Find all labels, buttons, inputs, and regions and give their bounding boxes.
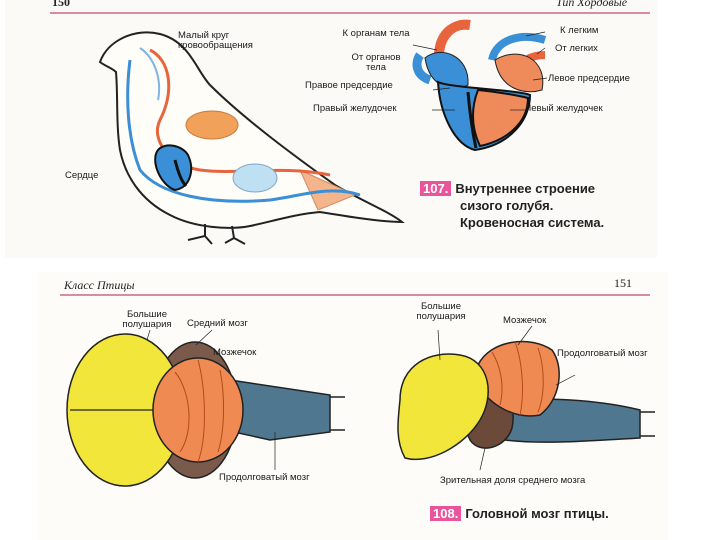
label-midbrain: Средний мозг (187, 318, 248, 329)
vessel-neck (139, 47, 160, 101)
label-medulla-right: Продолговатый мозг (557, 348, 648, 359)
caption-107: 107.Внутреннее строение сизого голубя. К… (420, 180, 604, 231)
label-to-organs: К органам тела (342, 28, 410, 39)
pulmonary-artery (488, 32, 547, 62)
vein-main (126, 59, 361, 203)
figure-number-108: 108. (430, 506, 462, 521)
label-right-atrium: Правое предсердие (305, 80, 393, 91)
figure-number-107: 107. (420, 181, 452, 196)
label-right-ventricle: Правый желудочек (313, 103, 397, 114)
label-small-circle: Малый круг кровообращения (178, 30, 253, 51)
caption-107-line1: Внутреннее строение (455, 181, 596, 196)
header-rule-top (50, 12, 650, 14)
vena-cava (412, 52, 432, 85)
label-cerebellum-right: Мозжечок (503, 315, 547, 326)
running-header-top: Тип Хордовые (556, 0, 628, 9)
left-ventricle (472, 88, 530, 148)
label-left-ventricle: Левый желудочек (525, 103, 603, 114)
running-header-bottom: Класс Птицы (64, 278, 135, 292)
label-optic-lobe: Зрительная доля среднего мозга (440, 475, 586, 486)
kidney (232, 163, 278, 193)
lung (185, 110, 239, 140)
pigeon-legs (187, 224, 246, 245)
label-left-atrium: Левое предсердие (548, 73, 630, 84)
hemisphere-side (397, 353, 489, 461)
caption-107-line2: сизого голубя. (460, 198, 554, 213)
right-atrium (424, 51, 469, 89)
label-from-lungs: От легких (555, 43, 598, 54)
label-to-lungs: К легким (560, 25, 599, 36)
caption-107-line3: Кровеносная система. (460, 215, 605, 230)
label-hemispheres-left: Большие полушария (122, 309, 172, 330)
page-number-right: 151 (614, 276, 632, 290)
page-number-left: 150 (52, 0, 70, 9)
label-medulla-left: Продолговатый мозг (219, 472, 310, 483)
header-rule-bottom (60, 294, 650, 296)
label-from-organs: От органов тела (351, 52, 401, 73)
label-heart: Сердце (65, 170, 99, 181)
left-atrium (494, 53, 544, 93)
caption-108: 108.Головной мозг птицы. (430, 505, 609, 522)
label-hemispheres-right: Большие полушария (416, 301, 466, 322)
label-cerebellum-left: Мозжечок (213, 347, 257, 358)
caption-108-text: Головной мозг птицы. (465, 506, 609, 521)
